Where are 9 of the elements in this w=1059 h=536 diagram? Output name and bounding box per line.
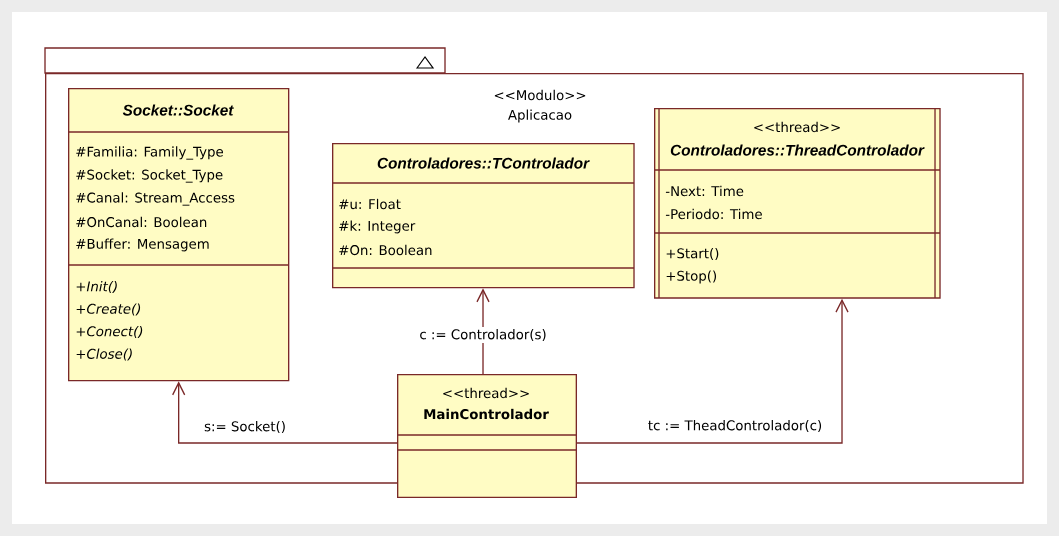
class-box: <<thread>> Controladores::ThreadControlador -Next: Time -Periodo: Time +Start() +Stop(): [653, 107, 941, 299]
arrow: [576, 298, 849, 444]
edge-label: c := Controlador(s): [417, 327, 549, 343]
class-box: <<thread>> MainControlador: [396, 374, 577, 498]
class-box: Socket::Socket #Familia: Family_Type #Socket: Socket_Type #Canal: Stream_Access #OnCanal: Boolean #Buffer: Mensagem +Init() +Create() +Conect() +Close(): [67, 88, 290, 382]
edge-label: s:= Socket(): [202, 419, 288, 435]
class-box: Controladores::TControlador #u: Float #k: Integer #On: Boolean: [331, 143, 635, 289]
edge-label: tc := TheadControlador(c): [645, 418, 825, 434]
arrow: [172, 381, 398, 444]
